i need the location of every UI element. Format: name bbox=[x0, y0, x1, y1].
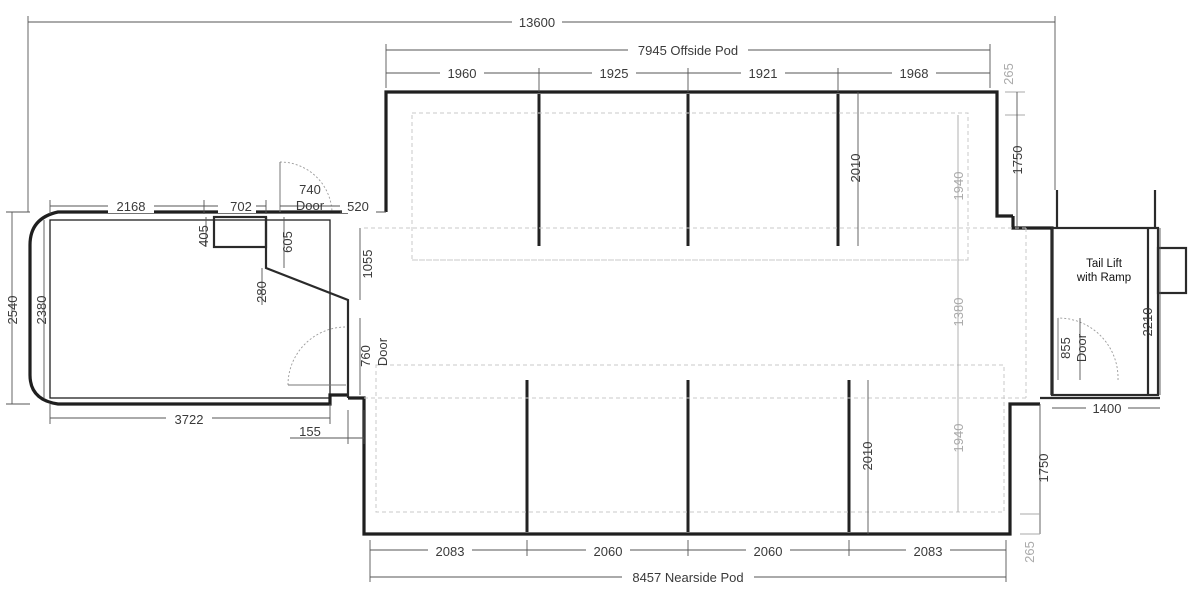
side-door-swing bbox=[287, 326, 347, 386]
rear-wall bbox=[1011, 216, 1054, 395]
cab-outer-wall bbox=[28, 210, 348, 406]
offside-pod-guide bbox=[411, 112, 969, 261]
dim-cab-top-length: 2168 bbox=[117, 199, 146, 214]
dim-nearside-bay-2: 2060 bbox=[594, 544, 623, 559]
dim-step-520: 520 bbox=[347, 199, 369, 214]
dim-nearside-bay-3: 2060 bbox=[754, 544, 783, 559]
dim-step-1055: 1055 bbox=[360, 250, 375, 279]
dim-nearside-bay-1: 2083 bbox=[436, 544, 465, 559]
dim-step-280: 280 bbox=[254, 281, 269, 303]
dim-nearside-pod: 8457 Nearside Pod bbox=[632, 570, 743, 585]
pod-guides bbox=[364, 112, 1027, 513]
dim-side-door-label: Door bbox=[375, 337, 390, 366]
dim-offside-pod: 7945 Offside Pod bbox=[638, 43, 738, 58]
dim-pod-depth-offside: 1940 bbox=[951, 172, 966, 201]
dim-top-door-width: 740 bbox=[299, 182, 321, 197]
dim-tail-lift-width: 2210 bbox=[1140, 308, 1155, 337]
dim-offside-bay-3: 1921 bbox=[749, 66, 778, 81]
tail-lift: Tail Lift with Ramp bbox=[1040, 190, 1188, 400]
tail-lift-label-1: Tail Lift bbox=[1086, 258, 1123, 270]
dimensions: 13600 7945 Offside Pod 1960 1925 1921 19… bbox=[5, 14, 1161, 585]
rear-door-swing bbox=[1057, 317, 1119, 381]
nearside-pod-wall bbox=[348, 396, 1040, 536]
cab-angled-wall bbox=[264, 217, 350, 398]
dim-step-605: 605 bbox=[280, 231, 295, 253]
dim-cab-bottom-length: 3722 bbox=[175, 412, 204, 427]
dim-pod-depth-nearside: 1940 bbox=[951, 424, 966, 453]
dim-step-155: 155 bbox=[299, 424, 321, 439]
dim-cab-width-inner: 2380 bbox=[34, 296, 49, 325]
dim-rear-door-width: 855 bbox=[1058, 337, 1073, 359]
dim-offside-bay-2: 1925 bbox=[600, 66, 629, 81]
tail-lift-label-2: with Ramp bbox=[1076, 272, 1131, 284]
dim-cab-width-outer: 2540 bbox=[5, 296, 20, 325]
dim-side-door-width: 760 bbox=[358, 345, 373, 367]
dim-cab-cupboard-length: 702 bbox=[230, 199, 252, 214]
dim-rear-door-label: Door bbox=[1074, 333, 1089, 362]
dim-offside-bay-1: 1960 bbox=[448, 66, 477, 81]
dim-overall-length: 13600 bbox=[519, 15, 555, 30]
dim-overhang-top: 265 bbox=[1001, 63, 1016, 85]
dim-partition-nearside: 2010 bbox=[860, 442, 875, 471]
dim-partition-offside: 2010 bbox=[848, 154, 863, 183]
dim-tail-lift-depth: 1400 bbox=[1093, 401, 1122, 416]
dim-top-door-label: Door bbox=[296, 198, 325, 213]
doors bbox=[279, 161, 1119, 386]
ramp-box bbox=[1156, 246, 1188, 295]
top-door-swing bbox=[279, 161, 333, 213]
cab-cupboard bbox=[212, 215, 268, 249]
dim-pod-end-offside: 1750 bbox=[1010, 146, 1025, 175]
nearside-pod-guide bbox=[375, 364, 1005, 513]
cab-inner-wall bbox=[49, 219, 331, 399]
dim-overhang-bottom: 265 bbox=[1022, 541, 1037, 563]
dim-offside-bay-4: 1968 bbox=[900, 66, 929, 81]
dim-nearside-bay-4: 2083 bbox=[914, 544, 943, 559]
tail-lift-platform bbox=[1050, 226, 1160, 397]
dim-cupboard-depth: 405 bbox=[196, 225, 211, 247]
offside-pod-wall bbox=[384, 90, 1013, 218]
trailer-outline: Tail Lift with Ramp bbox=[28, 90, 1188, 536]
dim-aisle-width: 1380 bbox=[951, 298, 966, 327]
dim-pod-end-nearside: 1750 bbox=[1036, 454, 1051, 483]
